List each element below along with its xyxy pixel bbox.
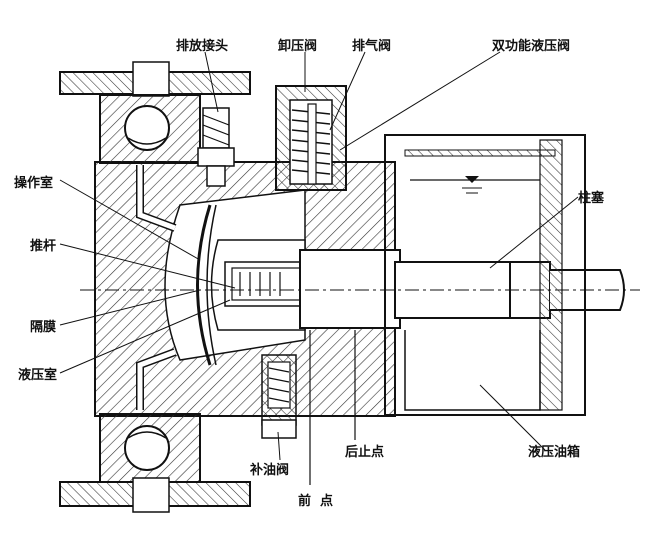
operating-chamber-label: 操作室 [14,175,53,191]
relief-valve [275,85,347,191]
rear-stop-label: 后止点 [345,444,384,460]
drain-fitting-label: 排放接头 [176,38,228,54]
refill-valve [261,354,297,439]
hydraulic-chamber-label: 液压室 [18,367,57,383]
upper-check-valve [59,61,251,164]
plunger-assembly [80,249,640,329]
front-stop-label: 前 点 [298,493,333,509]
leader-lines [59,51,579,461]
lower-check-valve [59,413,251,513]
push-rod-label: 推杆 [30,238,56,254]
plunger-label: 柱塞 [578,190,605,206]
diaphragm-label: 隔膜 [30,319,56,335]
refill-valve-label: 补油阀 [249,462,289,478]
diaphragm-shape [196,204,212,366]
relief-valve-label: 卸压阀 [278,38,317,54]
oil-tank [384,134,586,416]
drain-fitting [197,107,235,187]
dual-function-valve-label: 双功能液压阀 [492,38,570,54]
vent-valve-label: 排气阀 [352,38,391,54]
oil-tank-label: 液压油箱 [528,444,580,460]
